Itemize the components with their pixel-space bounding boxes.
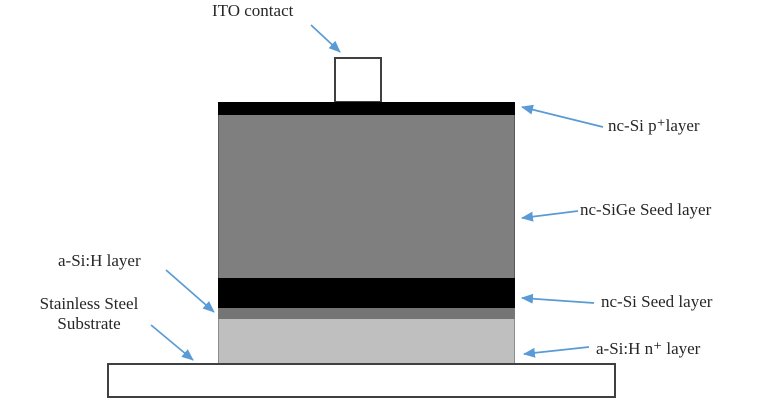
arrow-p-layer bbox=[521, 104, 604, 128]
stainless-steel-substrate-label: Stainless Steel Substrate bbox=[20, 294, 158, 334]
nc-si-p-layer-label: nc-Si p⁺layer bbox=[608, 116, 700, 135]
stainless-steel-substrate-box bbox=[107, 363, 616, 398]
a-si-h-n-layer bbox=[218, 319, 515, 363]
arrow-a-si-h-layer bbox=[165, 269, 215, 313]
nc-si-p-layer bbox=[218, 102, 515, 115]
nc-sige-seed-layer-label: nc-SiGe Seed layer bbox=[580, 200, 712, 219]
a-si-h-layer bbox=[218, 308, 515, 319]
nc-si-seed-layer bbox=[218, 278, 515, 308]
arrow-n-layer bbox=[523, 346, 590, 358]
a-si-h-n-layer-label: a-Si:H n⁺ layer bbox=[596, 339, 701, 358]
substrate-label-line1: Stainless Steel bbox=[39, 294, 139, 313]
ito-contact-box bbox=[334, 57, 382, 103]
ito-contact-label: ITO contact bbox=[212, 1, 294, 20]
arrow-si-seed bbox=[521, 293, 595, 304]
arrow-sige-seed bbox=[521, 210, 579, 222]
nc-si-seed-layer-label: nc-Si Seed layer bbox=[601, 292, 713, 311]
nc-sige-seed-layer bbox=[218, 115, 515, 278]
arrow-ito-contact bbox=[310, 24, 341, 53]
substrate-label-line2: Substrate bbox=[57, 314, 121, 333]
a-si-h-layer-label: a-Si:H layer bbox=[58, 251, 141, 270]
